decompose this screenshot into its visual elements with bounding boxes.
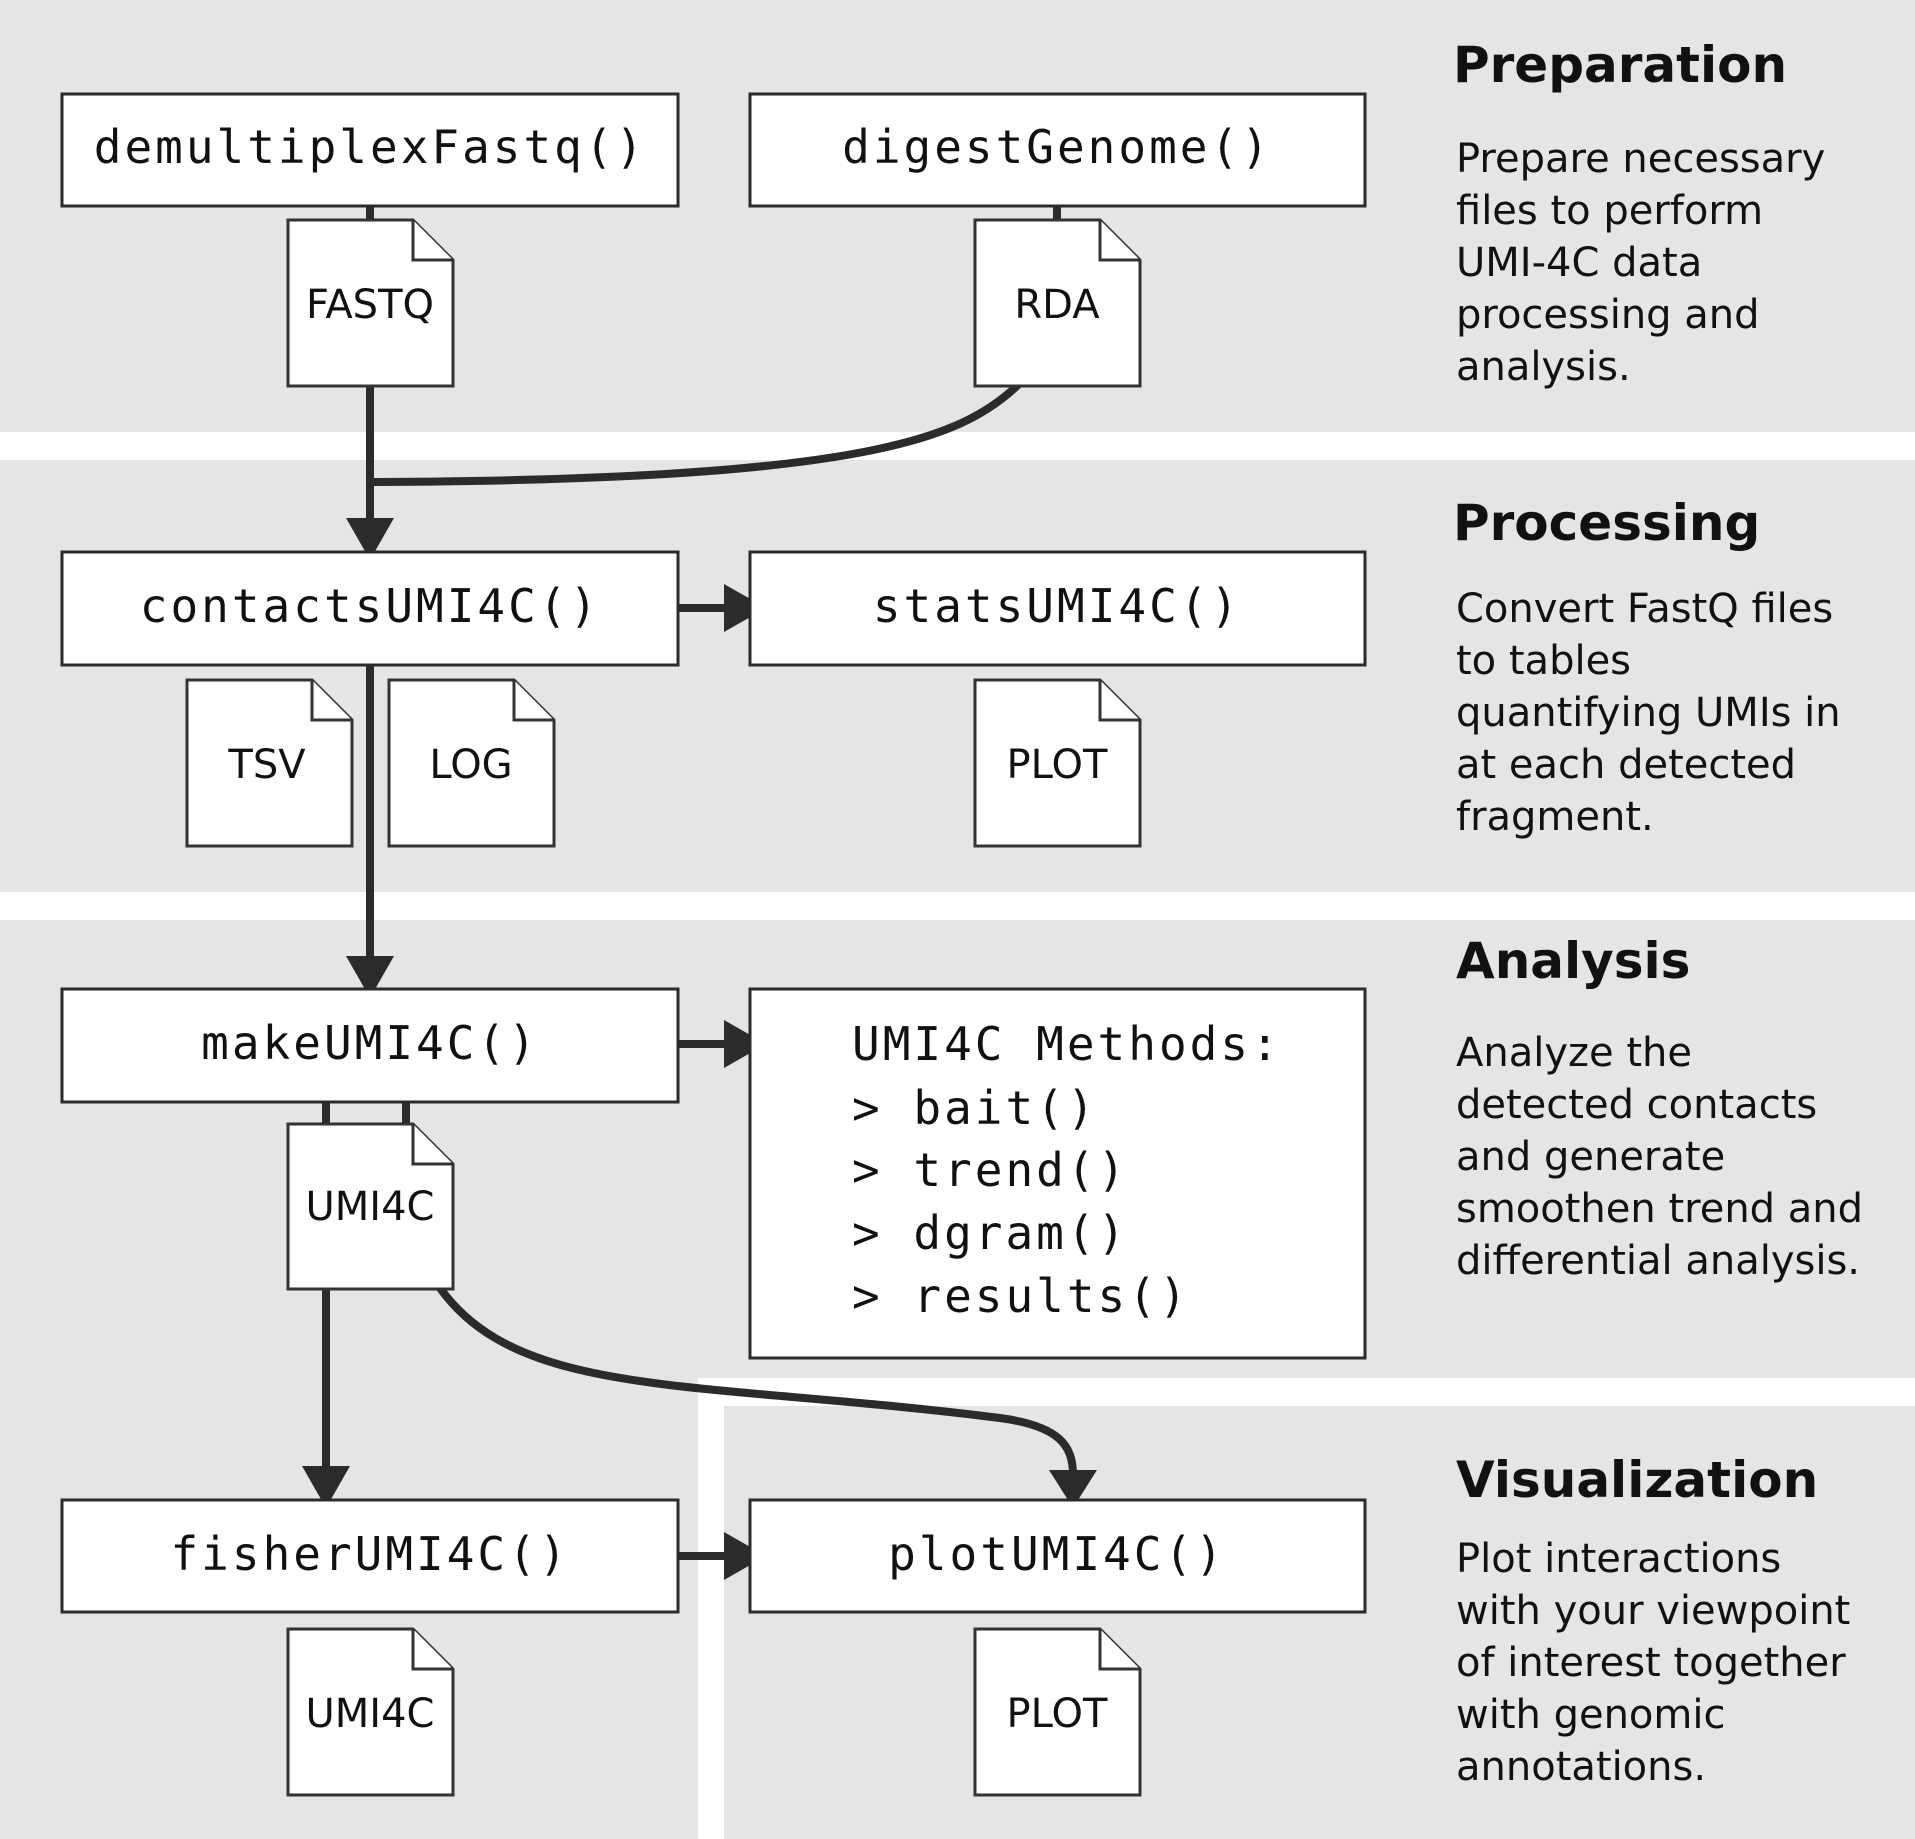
file-fastq-icon: FASTQ: [286, 218, 455, 388]
section-desc-line: with genomic: [1456, 1692, 1725, 1738]
methods-heading: UMI4C Methods:: [852, 1017, 1282, 1071]
function-box: [748, 92, 1367, 208]
section-desc-line: Analyze the: [1456, 1030, 1692, 1076]
section-desc-line: Prepare necessary: [1456, 136, 1825, 182]
section-title: Visualization: [1456, 1451, 1818, 1509]
function-box: [748, 550, 1367, 667]
function-label: statsUMI4C(): [873, 579, 1241, 633]
function-stats: statsUMI4C(): [748, 550, 1367, 667]
arrowhead-to-methods: [724, 1020, 766, 1068]
file-label: TSV: [227, 742, 306, 788]
section-title: Preparation: [1453, 36, 1787, 94]
function-label: digestGenome(): [842, 120, 1272, 174]
section-desc-line: detected contacts: [1456, 1082, 1817, 1128]
function-digest: digestGenome(): [748, 92, 1367, 208]
section-preparation: Preparation Prepare necessary files to p…: [1453, 36, 1825, 390]
section-desc-line: differential analysis.: [1456, 1238, 1860, 1284]
methods-box-frame: [748, 987, 1367, 1360]
curve-rda-to-contacts: [369, 382, 1021, 486]
section-title: Analysis: [1456, 932, 1690, 990]
function-label: fisherUMI4C(): [170, 1527, 569, 1581]
section-analysis: Analysis Analyze the detected contacts a…: [1456, 932, 1863, 1284]
band-visualization: [724, 1406, 1915, 1839]
function-box: [60, 987, 680, 1104]
method-item-bait: > bait(): [852, 1081, 1098, 1135]
curve-umi4c-to-plot: [436, 1285, 1077, 1476]
section-desc-line: quantifying UMIs in: [1456, 690, 1841, 736]
file-log-icon: LOG: [387, 678, 556, 848]
arrowhead-to-make: [346, 956, 394, 998]
methods-box: UMI4C Methods: > bait() > trend() > dgra…: [748, 987, 1367, 1360]
section-desc-line: Plot interactions: [1456, 1536, 1781, 1582]
file-umi4c-icon: UMI4C: [286, 1122, 455, 1291]
arrowhead-to-contacts: [346, 518, 394, 560]
section-desc-line: at each detected: [1456, 742, 1796, 788]
file-rda-icon: RDA: [973, 218, 1142, 388]
section-desc-line: annotations.: [1456, 1744, 1706, 1790]
file-viz-plot-icon: PLOT: [973, 1627, 1142, 1797]
file-label: PLOT: [1007, 1691, 1108, 1737]
function-fisher: fisherUMI4C(): [60, 1498, 680, 1614]
function-box: [60, 92, 680, 208]
file-tsv-icon: TSV: [185, 678, 354, 848]
function-label: plotUMI4C(): [888, 1527, 1226, 1581]
function-box: [60, 1498, 680, 1614]
section-visualization: Visualization Plot interactions with you…: [1456, 1451, 1850, 1790]
section-desc-line: to tables: [1456, 638, 1631, 684]
section-desc-line: and generate: [1456, 1134, 1725, 1180]
section-desc-line: processing and: [1456, 292, 1760, 338]
file-label: FASTQ: [306, 282, 434, 328]
file-label: UMI4C: [306, 1691, 435, 1737]
file-stats-plot-icon: PLOT: [973, 678, 1142, 848]
section-desc-line: analysis.: [1456, 344, 1631, 390]
section-desc-line: of interest together: [1456, 1640, 1846, 1686]
section-desc-line: fragment.: [1456, 794, 1654, 840]
section-desc-line: UMI-4C data: [1456, 240, 1702, 286]
connectors: [302, 206, 1097, 1580]
file-label: RDA: [1014, 282, 1100, 328]
arrowhead-to-plot-horizontal: [724, 1532, 766, 1580]
method-item-trend: > trend(): [852, 1143, 1128, 1197]
function-contacts: contactsUMI4C(): [60, 550, 680, 667]
function-plot: plotUMI4C(): [748, 1498, 1367, 1614]
arrowhead-to-fisher: [302, 1466, 350, 1508]
function-make: makeUMI4C(): [60, 987, 680, 1104]
arrowhead-to-stats: [724, 584, 766, 632]
section-title: Processing: [1453, 494, 1760, 552]
file-label: UMI4C: [306, 1184, 435, 1230]
method-item-dgram: > dgram(): [852, 1206, 1128, 1260]
function-demultiplex: demultiplexFastq(): [60, 92, 680, 208]
file-label: PLOT: [1007, 742, 1108, 788]
section-desc-line: Convert FastQ files: [1456, 586, 1833, 632]
file-label: LOG: [429, 742, 512, 788]
function-label: makeUMI4C(): [201, 1016, 539, 1070]
section-desc-line: with your viewpoint: [1456, 1588, 1850, 1634]
function-label: contactsUMI4C(): [140, 579, 600, 633]
arrowhead-to-plot: [1049, 1470, 1097, 1508]
function-box: [60, 550, 680, 667]
section-desc-line: files to perform: [1456, 188, 1763, 234]
function-box: [748, 1498, 1367, 1614]
method-item-results: > results(): [852, 1269, 1190, 1323]
file-fisher-umi4c-icon: UMI4C: [286, 1627, 455, 1797]
function-label: demultiplexFastq(): [94, 120, 647, 174]
section-desc-line: smoothen trend and: [1456, 1186, 1863, 1232]
section-processing: Processing Convert FastQ files to tables…: [1453, 494, 1841, 840]
